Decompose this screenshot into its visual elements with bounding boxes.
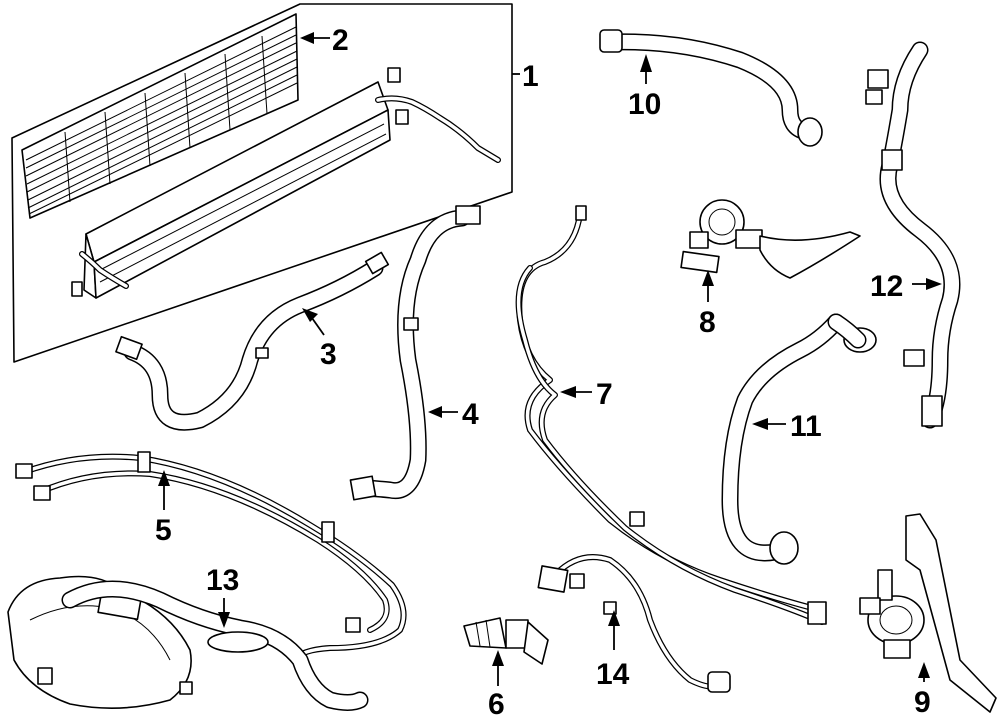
callout-7: 7 [596,378,613,411]
part-8-valve [680,199,861,279]
callout-1: 1 [522,60,539,93]
part-4-hose [349,205,481,501]
part-14-hose [537,554,731,693]
callout-4: 4 [462,398,479,431]
callout-13: 13 [206,564,239,597]
leader-lines [158,32,942,686]
callout-10: 10 [628,88,661,121]
callout-12: 12 [870,270,903,303]
part-13-reservoir [7,575,369,711]
callout-14: 14 [596,658,630,691]
callout-8: 8 [699,306,716,339]
callout-9: 9 [914,686,931,719]
part-2-screen [21,13,299,219]
part-12-hose [865,41,961,429]
part-10-hose [599,29,823,147]
callout-5: 5 [155,514,172,547]
part-5-tube-bundle [15,451,407,663]
part-3-hose [115,251,390,431]
part-9-pump [859,513,997,713]
callout-3: 3 [320,338,337,371]
part-6-sensor [463,617,549,665]
part-7-tube [515,205,827,625]
callout-6: 6 [488,688,505,721]
callout-2: 2 [332,24,349,57]
part-1-cooler-assembly [11,3,513,363]
callout-11: 11 [790,410,822,443]
callout-labels: 1 2 3 4 5 6 7 8 9 10 11 12 13 14 [155,24,931,721]
part-11-hose [721,313,877,565]
